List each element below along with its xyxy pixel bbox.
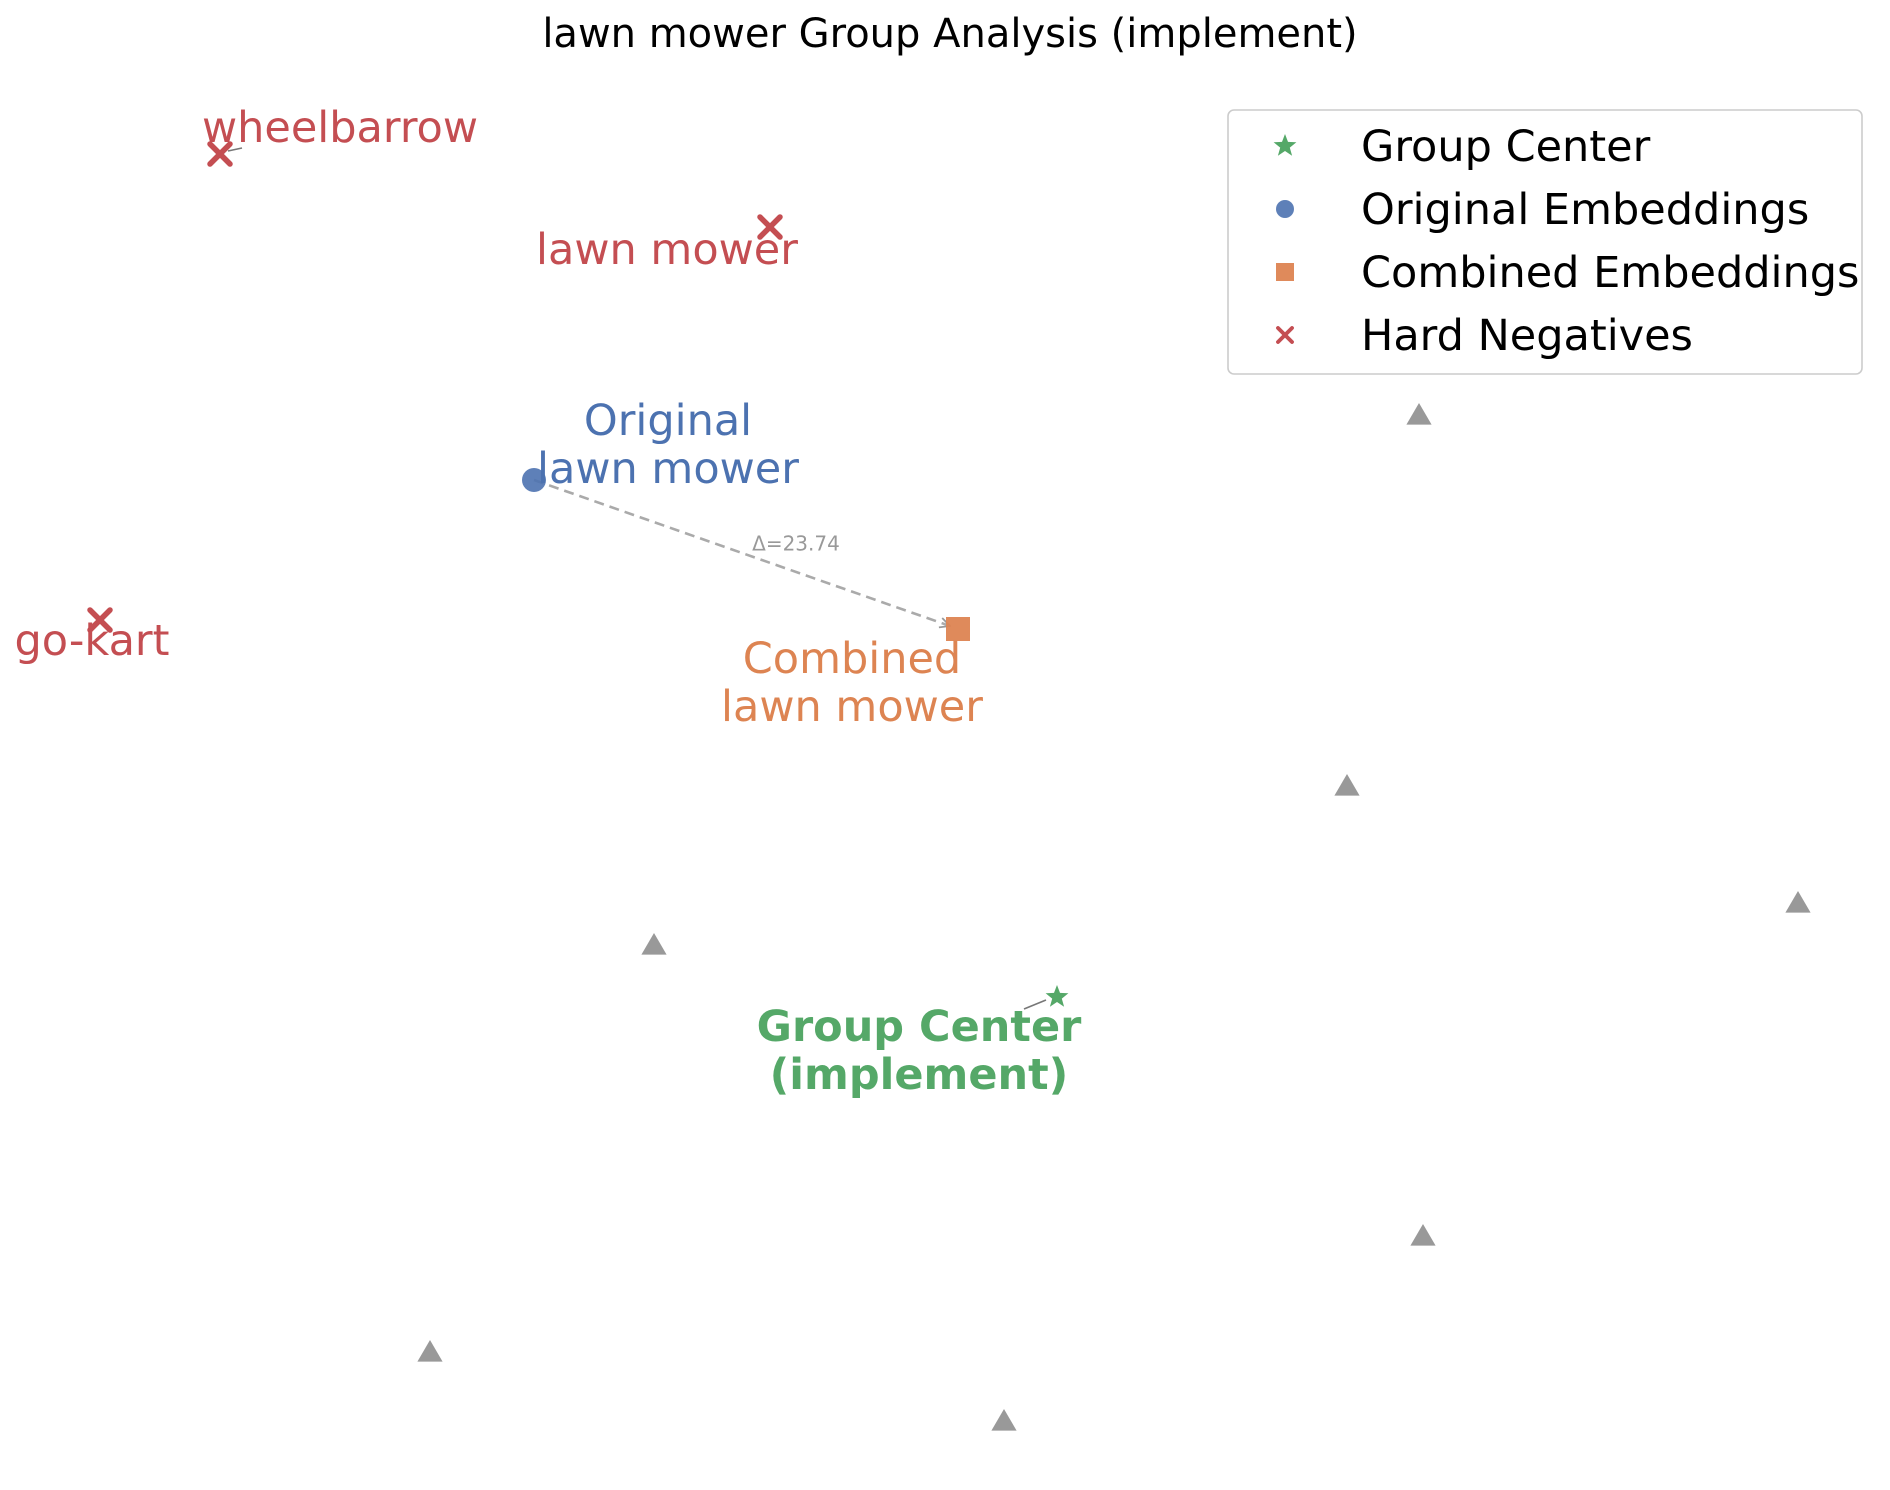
- original-label-line-2: lawn mower: [537, 444, 799, 494]
- hard-negative-label-2: lawn mower: [536, 225, 798, 275]
- group-center-label-line-1: Group Center: [757, 1002, 1082, 1052]
- hard-negative-point-3: [87, 607, 113, 633]
- legend-label-original: Original Embeddings: [1361, 185, 1809, 235]
- shift-delta-label: Δ=23.74: [752, 532, 840, 556]
- combined-label-line-1: Combined: [743, 634, 961, 684]
- hard-negative-label-1: wheelbarrow: [202, 103, 478, 153]
- original-label-line-1: Original: [584, 396, 752, 446]
- chart-title: lawn mower Group Analysis (implement): [542, 11, 1357, 57]
- other-point-2: [1334, 774, 1360, 796]
- combined-label-line-2: lawn mower: [721, 682, 983, 732]
- group-center-label-line-2: (implement): [770, 1050, 1069, 1100]
- hard-negative-label-3: go-kart: [15, 616, 170, 666]
- legend-marker-negative: [1276, 326, 1294, 344]
- legend-label-combined: Combined Embeddings: [1361, 248, 1859, 298]
- other-point-4: [641, 933, 667, 955]
- legend-box: [1227, 109, 1863, 375]
- shift-arrow: [533, 478, 950, 626]
- combined-point-1: [946, 617, 970, 641]
- legend-marker-original: [1276, 200, 1294, 218]
- other-point-6: [417, 1340, 443, 1362]
- group-center-leader: [1023, 999, 1047, 1010]
- other-point-1: [1406, 403, 1432, 425]
- legend-marker-negative-stroke-b: [1276, 326, 1294, 344]
- hard-negative-point-1-stroke-b: [207, 141, 233, 167]
- other-point-3: [1785, 891, 1811, 913]
- hard-negative-point-3-stroke-b: [87, 607, 113, 633]
- hard-negative-leader-1: [227, 147, 243, 152]
- legend-marker-combined: [1276, 263, 1294, 281]
- other-point-7: [991, 1409, 1017, 1431]
- group-center-point: [1045, 985, 1069, 1007]
- original-point-1: [522, 468, 546, 492]
- legend-label-center: Group Center: [1361, 122, 1651, 172]
- hard-negative-point-2: [757, 214, 783, 240]
- plot-area: Δ=23.74 wheelbarrow lawn mower go-kart Origi…: [15, 103, 1811, 1431]
- other-point-5: [1410, 1224, 1436, 1246]
- legend-marker-center: [1273, 134, 1297, 156]
- legend-label-negative: Hard Negatives: [1361, 311, 1693, 361]
- hard-negative-point-2-stroke-b: [757, 214, 783, 240]
- group-center-label: Group Center(implement): [757, 1002, 1082, 1100]
- hard-negative-point-1: [207, 141, 233, 167]
